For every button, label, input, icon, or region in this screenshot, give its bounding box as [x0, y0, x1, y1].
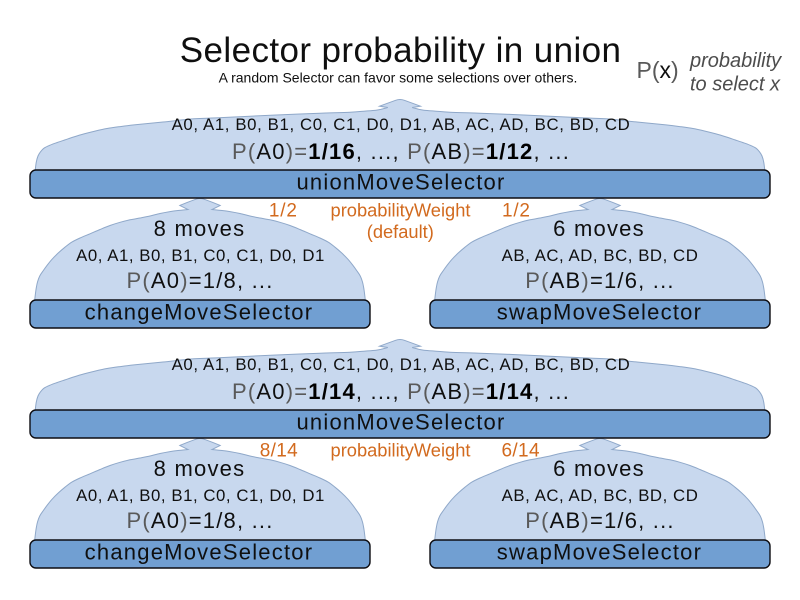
svg-text:8 moves: 8 moves	[154, 456, 246, 481]
svg-text:AB, AC, AD, BC, BD, CD: AB, AC, AD, BC, BD, CD	[502, 486, 699, 505]
svg-text:6/14: 6/14	[502, 441, 540, 462]
svg-text:A0, A1, B0, B1, C0, C1, D0, D1: A0, A1, B0, B1, C0, C1, D0, D1, AB, AC, …	[172, 355, 631, 374]
svg-text:P(A0)=1/16, ..., P(AB)=1/12, .: P(A0)=1/16, ..., P(AB)=1/12, ...	[232, 139, 570, 164]
svg-text:swapMoveSelector: swapMoveSelector	[497, 300, 702, 325]
svg-text:P(A0)=1/8, ...: P(A0)=1/8, ...	[126, 508, 273, 533]
svg-text:unionMoveSelector: unionMoveSelector	[296, 410, 505, 435]
svg-text:(default): (default)	[367, 221, 434, 242]
svg-text:A0, A1, B0, B1, C0, C1, D0, D1: A0, A1, B0, B1, C0, C1, D0, D1	[76, 246, 325, 265]
svg-text:probability: probability	[689, 50, 782, 72]
svg-text:swapMoveSelector: swapMoveSelector	[497, 540, 702, 565]
svg-text:P(AB)=1/6, ...: P(AB)=1/6, ...	[525, 268, 674, 293]
svg-text:6 moves: 6 moves	[553, 216, 645, 241]
svg-text:unionMoveSelector: unionMoveSelector	[296, 170, 505, 195]
svg-text:A0, A1, B0, B1, C0, C1, D0, D1: A0, A1, B0, B1, C0, C1, D0, D1	[76, 486, 325, 505]
svg-text:probabilityWeight: probabilityWeight	[331, 440, 471, 461]
svg-text:P(A0)=1/8, ...: P(A0)=1/8, ...	[126, 268, 273, 293]
svg-text:6 moves: 6 moves	[553, 456, 645, 481]
svg-text:to select x: to select x	[690, 73, 781, 95]
svg-text:A random Selector can favor so: A random Selector can favor some selecti…	[219, 69, 578, 85]
svg-text:AB, AC, AD, BC, BD, CD: AB, AC, AD, BC, BD, CD	[502, 246, 699, 265]
svg-text:8/14: 8/14	[260, 441, 298, 462]
svg-text:P(x): P(x)	[637, 57, 679, 83]
svg-text:A0, A1, B0, B1, C0, C1, D0, D1: A0, A1, B0, B1, C0, C1, D0, D1, AB, AC, …	[172, 115, 631, 134]
svg-text:P(A0)=1/14, ..., P(AB)=1/14, .: P(A0)=1/14, ..., P(AB)=1/14, ...	[232, 379, 570, 404]
svg-text:8 moves: 8 moves	[154, 216, 246, 241]
svg-text:probabilityWeight: probabilityWeight	[331, 200, 471, 221]
svg-text:changeMoveSelector: changeMoveSelector	[85, 540, 314, 565]
svg-text:P(AB)=1/6, ...: P(AB)=1/6, ...	[525, 508, 674, 533]
svg-text:Selector probability in union: Selector probability in union	[180, 31, 622, 70]
svg-text:changeMoveSelector: changeMoveSelector	[85, 300, 314, 325]
svg-text:1/2: 1/2	[269, 201, 298, 222]
svg-text:1/2: 1/2	[502, 201, 531, 222]
